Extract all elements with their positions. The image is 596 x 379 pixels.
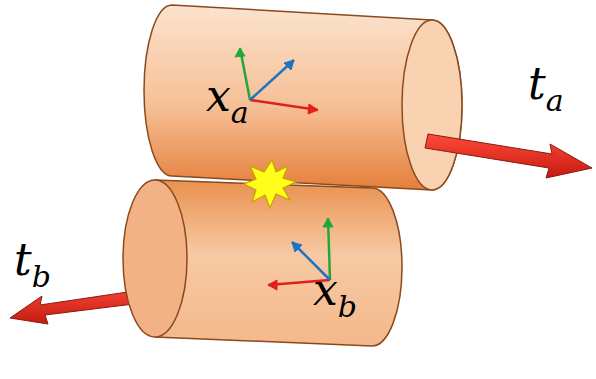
force-label: ta [528,62,564,106]
upper-cylinder [144,5,462,190]
lower-cylinder [123,180,402,346]
frame-label: xa [206,74,249,118]
force-arrow [425,134,592,178]
force-label: tb [14,238,51,282]
frame-label: xb [313,268,357,312]
contact-star [244,160,296,208]
